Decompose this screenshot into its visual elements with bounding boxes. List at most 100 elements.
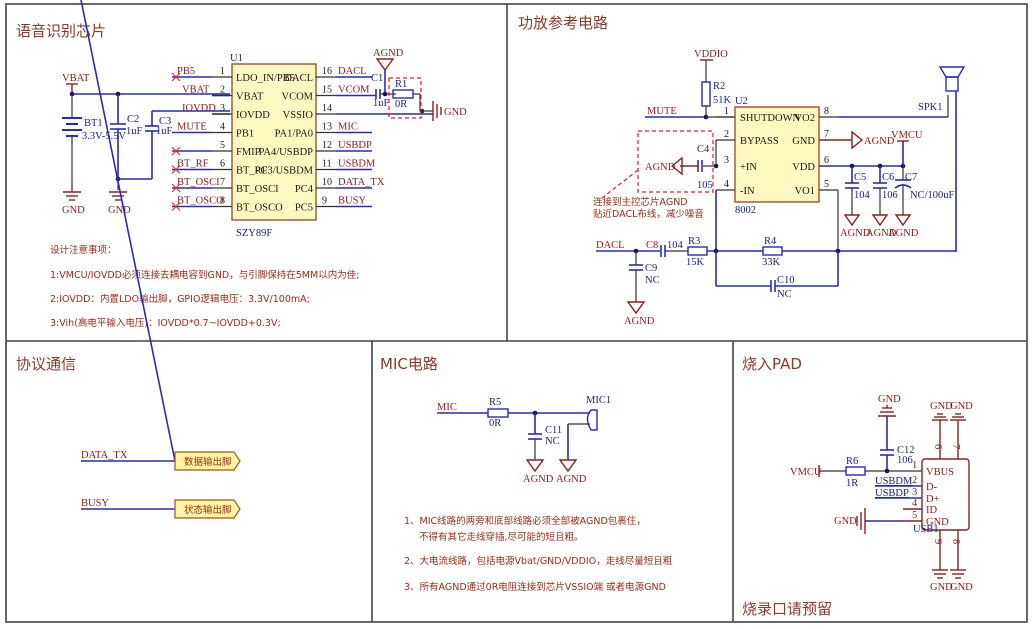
pin-number: 8 [220, 196, 225, 207]
dacl-label: DACL [596, 240, 625, 251]
usb-ref: USB1 [913, 524, 939, 535]
spk-ref: SPK1 [918, 102, 943, 113]
amp-annotation: 连接到主控芯片AGND [593, 196, 688, 208]
sheet-border [5, 3, 1028, 623]
no-connect-icon [171, 202, 181, 211]
c4-highlight-box [637, 130, 714, 193]
bt1-ref: BT1 [84, 118, 103, 129]
pin-number: 9 [322, 196, 327, 207]
c7-value: NC/100uF [910, 190, 955, 201]
pin-number: 3 [220, 103, 225, 114]
pin-number: 7 [220, 177, 225, 188]
pin-number: 16 [322, 66, 332, 77]
amp-circuit: VDDIO R2 51K MUTE U2 8002 1SHUTDOWN2BYPA… [593, 49, 966, 327]
pin-number: 1 [220, 66, 225, 77]
u2-part: 8002 [735, 205, 756, 216]
c11-value: NC [545, 436, 560, 447]
agnd-icon [375, 58, 395, 72]
pin-name: BT_OSCI [236, 184, 279, 195]
gnd-label: GND [950, 582, 973, 593]
pin-name: PA1/PA0 [275, 129, 313, 140]
r2-ref: R2 [713, 81, 725, 92]
pin-number: 3 [724, 155, 729, 166]
c7-ref: C7 [905, 172, 917, 183]
r3-ref: R3 [688, 236, 700, 247]
design-notes-heading: 设计注意事项： [50, 244, 117, 256]
agnd-icon [851, 130, 864, 150]
pin-name: VSSIO [283, 110, 314, 121]
c5-value: 104 [854, 190, 871, 201]
amp-annotation: 贴近DACL布线，减少噪音 [593, 208, 704, 220]
pin-number: 8 [824, 106, 829, 117]
design-note: 3:Vih(高电平输入电压)：IOVDD*0.7~IOVDD+0.3V; [50, 317, 281, 329]
c4-value: 105 [697, 180, 713, 191]
agnd-icon [525, 459, 545, 473]
pin-number: 5 [220, 140, 225, 151]
pin-name: VO2 [795, 113, 815, 124]
r6-ref: R6 [846, 456, 858, 467]
usb-connector [921, 458, 970, 531]
pin-number: 1 [724, 106, 729, 117]
agnd-icon [558, 459, 578, 473]
net-label: VBAT [182, 85, 210, 96]
design-note: 2:IOVDD：内置LDO输出脚，GPIO逻辑电压：3.3V/100mA; [50, 293, 310, 305]
u1-left-pins: 1LDO_IN/PB5PB52VBATVBAT3IOVDDIOVDD4PB1MU… [171, 66, 295, 214]
burn-pad-circuit: GND C12 106 VMCU R6 1R USBDM USBDP GND [790, 394, 973, 593]
gnd-label: GND [930, 582, 953, 593]
section-title-amp: 功放参考电路 [518, 14, 608, 32]
gnd-icon [109, 191, 127, 201]
no-connect-icon [171, 146, 181, 156]
resistor-icon [845, 466, 866, 476]
agnd-label: AGND [864, 136, 895, 147]
pin-name: LDO_IN/PB5 [236, 73, 295, 84]
pin-number: 7 [824, 129, 829, 140]
c8-ref: C8 [646, 240, 658, 251]
c12-ref: C12 [897, 445, 915, 456]
vddio-label: VDDIO [694, 49, 728, 60]
pin-name: PC5 [295, 203, 313, 214]
pin-name: VDD [792, 162, 815, 173]
r5-ref: R5 [489, 397, 501, 408]
resistor-icon [487, 408, 509, 418]
protocol-ports: DATA_TX 数据输出脚 BUSY 状态输出脚 [80, 0, 241, 519]
agnd-icon [843, 214, 861, 227]
net-label: MIC [338, 122, 358, 133]
c9-ref: C9 [645, 263, 657, 274]
r1-highlight-box [388, 77, 422, 119]
c2-value: 1uF [126, 126, 143, 137]
net-label: DACL [338, 66, 367, 77]
c2-ref: C2 [127, 114, 139, 125]
shield-pin-num: 7 [950, 444, 961, 449]
speaker-icon [938, 66, 966, 92]
shield-pin-num: 8 [950, 539, 961, 544]
mic-note: 1、MIC线路的两旁和底部线路必须全部被AGND包裹住， [404, 515, 646, 527]
shield-pin-num: 9 [932, 539, 943, 544]
mic-note: 2、大电流线路，包括电源Vbat/GND/VDDIO，走线尽量短且粗 [404, 555, 673, 567]
pin-name: VCOM [281, 92, 313, 103]
c1-ref: C1 [371, 73, 383, 84]
section-title-protocol: 协议通信 [16, 355, 76, 373]
net-label: USBDM [338, 159, 376, 170]
port-label: 数据输出脚 [184, 456, 232, 468]
pin-name: GND [926, 517, 949, 528]
data-tx-net-label: DATA_TX [81, 450, 128, 461]
no-connect-icon [171, 165, 181, 174]
pin-number: 3 [912, 487, 917, 498]
pin-name: SHUTDOWN [740, 113, 800, 124]
agnd-label: AGND [523, 474, 554, 485]
pin-number: 13 [322, 122, 332, 133]
net-label: BUSY [338, 196, 366, 207]
pin-number: 12 [322, 140, 332, 151]
no-connect-icon [171, 183, 181, 193]
c10-value: NC [777, 289, 792, 300]
pin-name: GND [792, 136, 815, 147]
c9-value: NC [645, 275, 660, 286]
pin-number: 2 [220, 85, 225, 96]
pin-name: PA4/USBDP [259, 147, 314, 158]
u1-ref: U1 [230, 53, 243, 64]
c3-value: 1uF [156, 126, 173, 137]
net-label: DATA_TX [338, 177, 385, 188]
shield-pin-num: 6 [932, 444, 943, 449]
